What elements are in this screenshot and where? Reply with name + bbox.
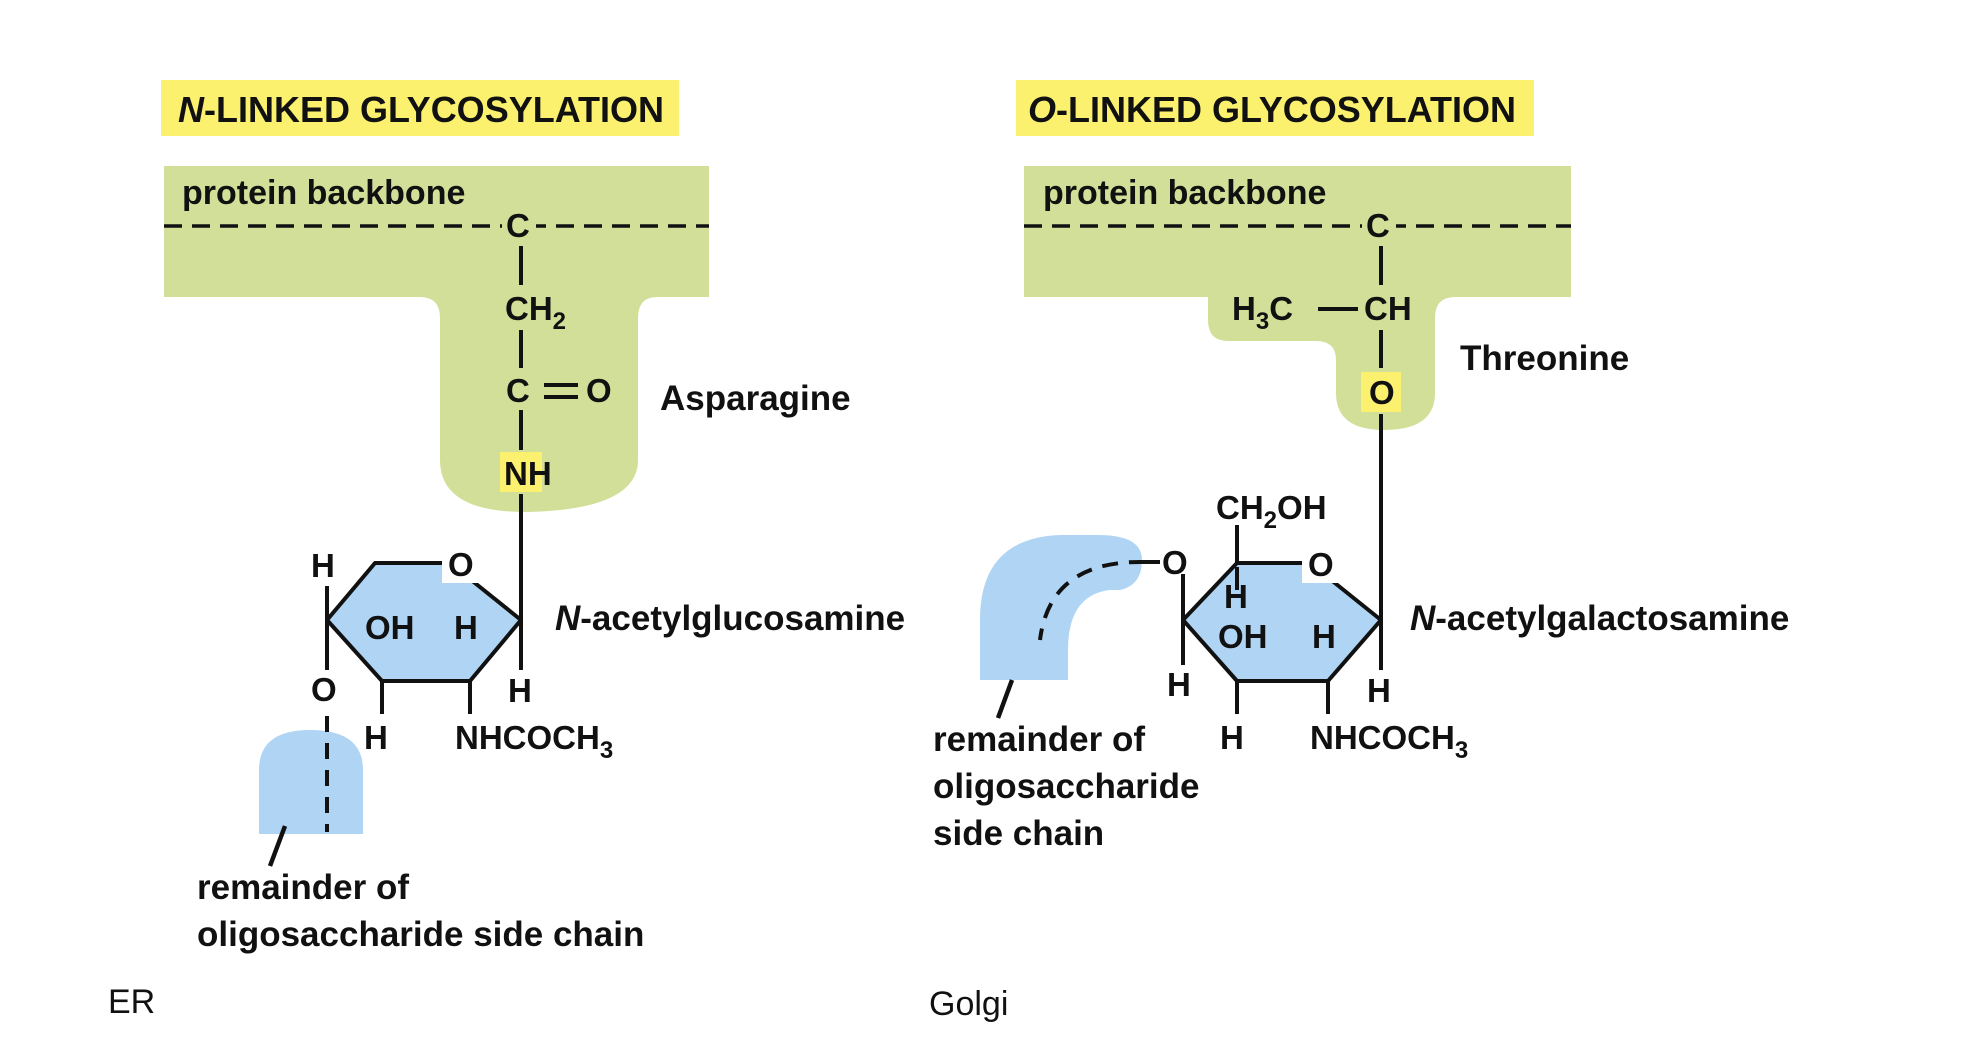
o-linked-panel: O-LINKED GLYCOSYLATION protein backbone … [929,80,1789,1023]
o-linked-backbone-label: protein backbone [1043,174,1326,212]
n-ring-oh: OH [365,609,415,646]
o-atom-h3c: H3C [1232,290,1293,335]
o-atom-ch: CH [1364,290,1412,327]
o-ring-ch2oh: CH2OH [1216,489,1327,534]
o-oligosaccharide-remainder [980,535,1142,680]
n-ring-h-left: H [311,547,335,584]
n-ring-o-link: O [311,671,337,708]
o-ring-h-upper: H [1224,578,1248,615]
o-ring-h-mid: H [1312,618,1336,655]
n-remainder-label-2: oligosaccharide side chain [197,915,644,954]
n-c-top-knockout [502,210,536,242]
n-remainder-pointer [267,825,288,867]
o-ring-nhcoch3: NHCOCH3 [1310,719,1468,764]
n-atom-nh: NH [504,455,552,492]
o-remainder-pointer [995,679,1015,719]
n-ring-h-right: H [508,672,532,709]
n-sugar-label: N-acetylglucosamine [555,599,905,638]
o-linked-protein-region [1024,166,1571,430]
o-ring-h-right: H [1367,672,1391,709]
n-nh-highlight [500,452,542,492]
o-ring-o: O [1308,546,1334,583]
o-sugar-label: N-acetylgalactosamine [1410,599,1789,638]
o-o-highlight [1361,372,1401,412]
o-sugar-ring [1181,561,1383,683]
o-ring-o-knockout [1302,547,1342,583]
n-linked-backbone-label: protein backbone [182,174,465,212]
o-linked-title: O-LINKED GLYCOSYLATION [1028,89,1516,130]
o-linked-title-highlight [1016,80,1534,136]
o-atom-c-top: C [1366,207,1390,244]
n-location-label: ER [108,983,155,1021]
o-ring-h-left: H [1167,666,1191,703]
o-remainder-label-3: side chain [933,814,1104,853]
n-oligosaccharide-remainder [259,730,363,834]
n-linked-title: N-LINKED GLYCOSYLATION [178,89,664,130]
o-remainder-label-1: remainder of [933,720,1145,759]
n-ring-o: O [448,546,474,583]
n-remainder-label-1: remainder of [197,868,409,907]
n-ring-h-bottom: H [364,719,388,756]
n-sugar-ring [325,561,523,683]
n-atom-c-carbonyl: C [506,372,530,409]
o-location-label: Golgi [929,985,1008,1023]
n-linked-panel: N-LINKED GLYCOSYLATION protein backbone … [108,80,905,1021]
o-remainder-label-2: oligosaccharide [933,767,1199,806]
n-atom-o-carbonyl: O [586,372,612,409]
n-ring-nhcoch3: NHCOCH3 [455,719,613,764]
o-amino-acid-label: Threonine [1460,339,1629,378]
o-ring-h-bottom: H [1220,719,1244,756]
n-linked-protein-region [164,166,709,512]
n-atom-ch2: CH2 [505,290,566,335]
n-ring-o-knockout [442,547,482,583]
o-ring-oh: OH [1218,618,1268,655]
o-atom-o: O [1369,374,1395,411]
n-atom-c-top: C [506,207,530,244]
n-ring-h-mid: H [454,609,478,646]
n-amino-acid-label: Asparagine [660,379,851,418]
o-c-top-knockout [1362,210,1396,242]
n-linked-title-highlight [161,80,679,136]
